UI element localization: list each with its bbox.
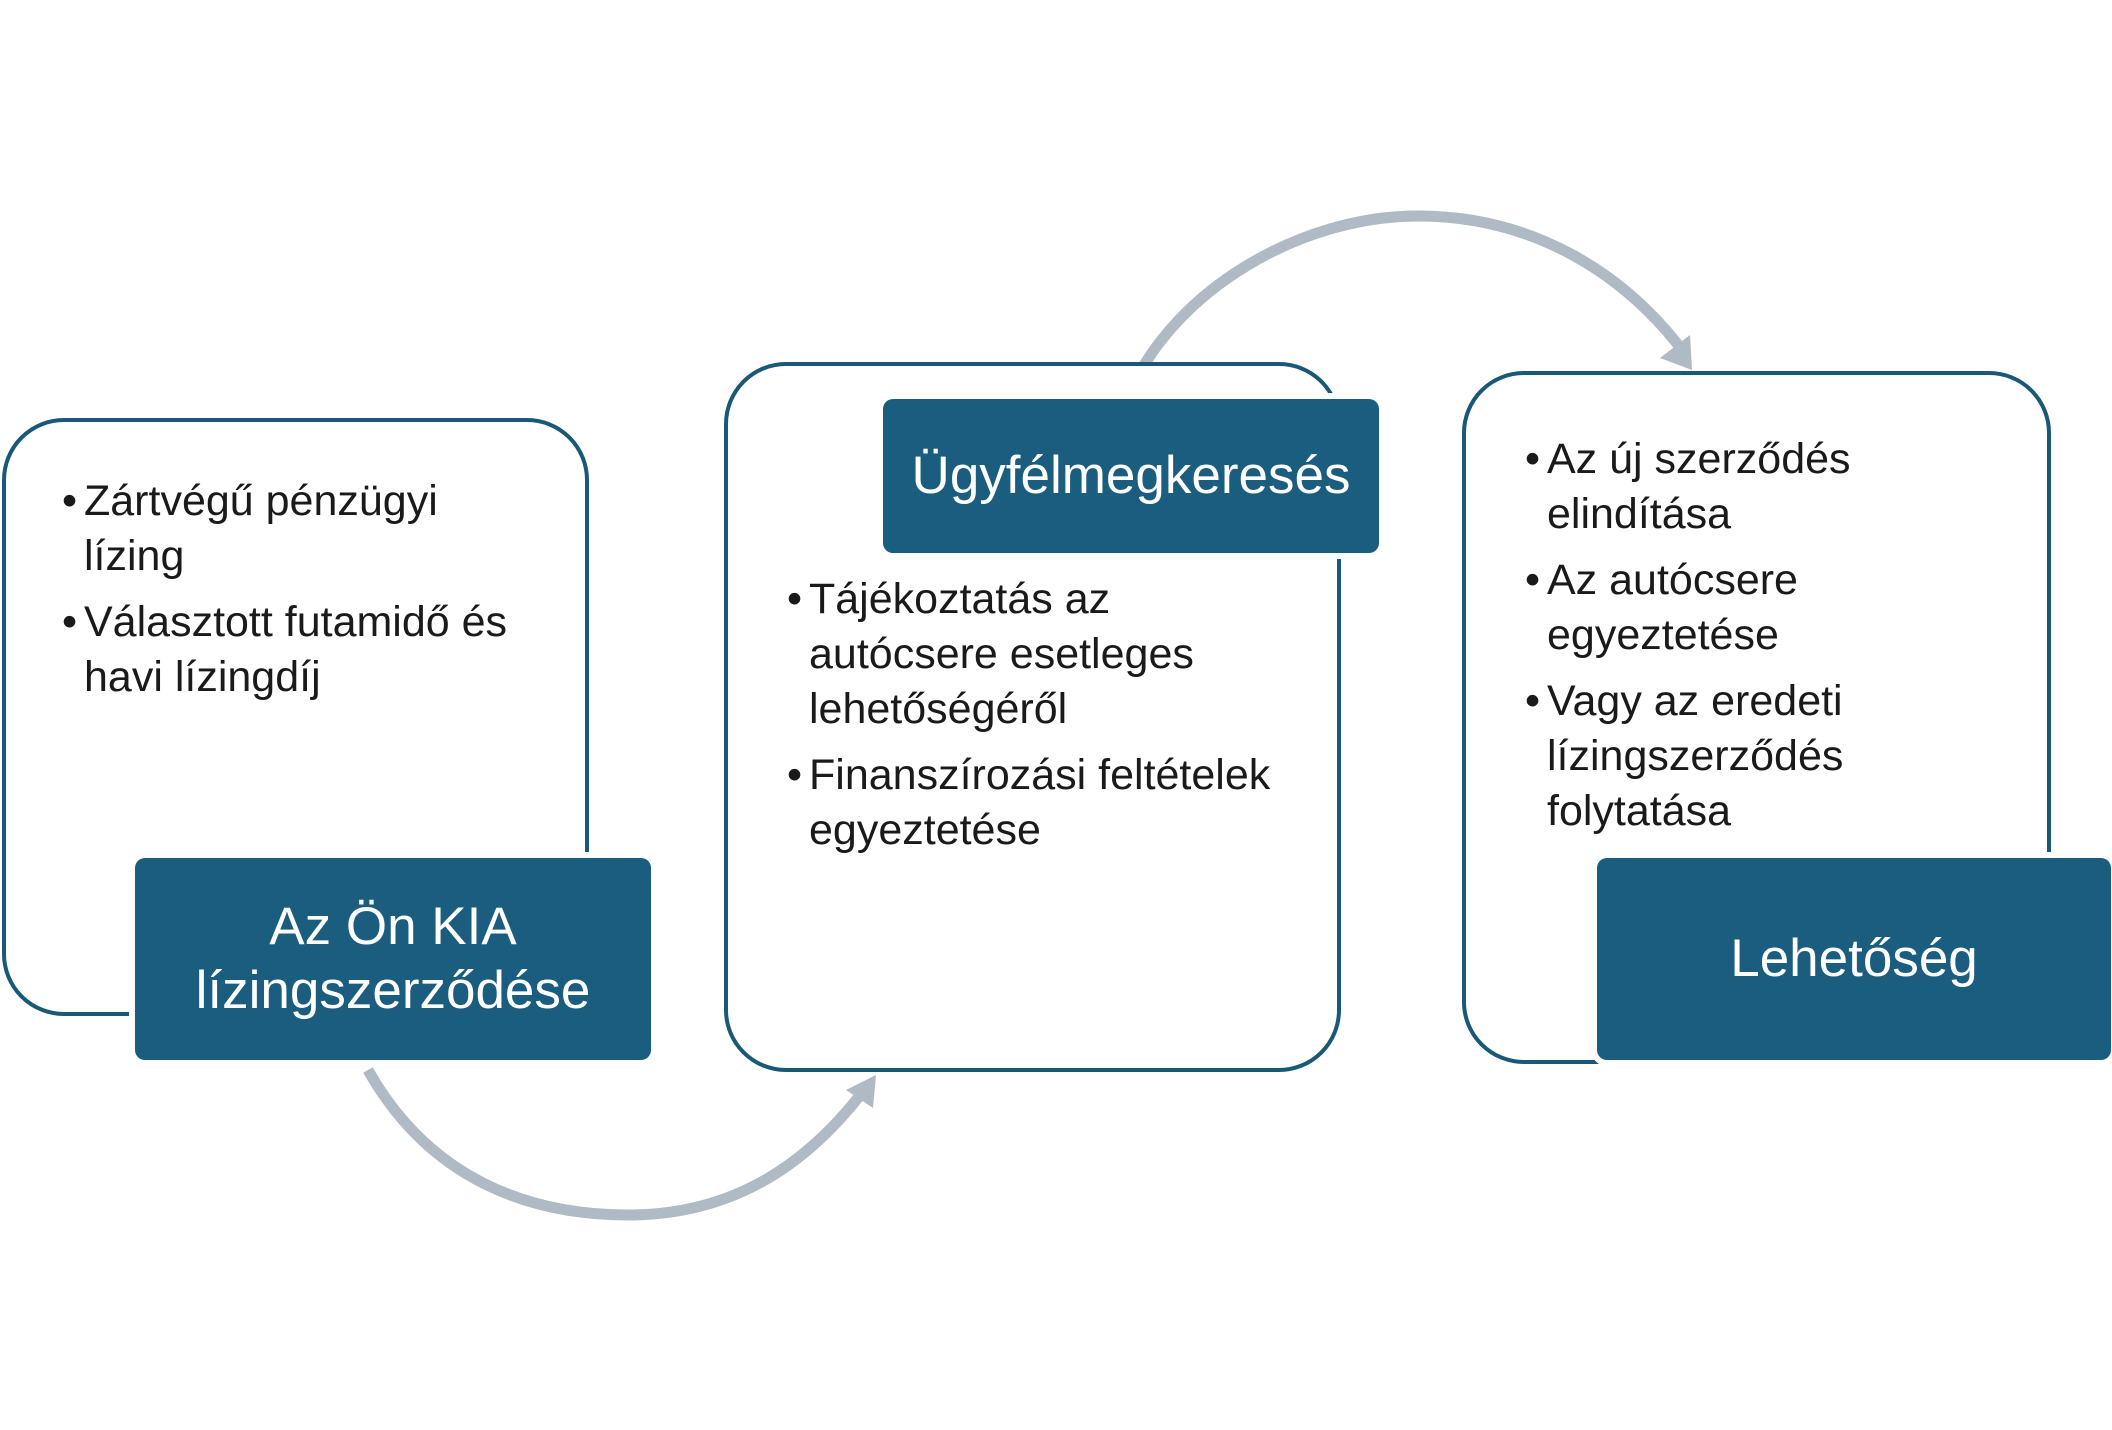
step3-bullets: Az új szerződés elindítása Az autócsere … bbox=[1525, 432, 1995, 850]
step2-bullets: Tájékoztatás az autócsere esetleges lehe… bbox=[787, 572, 1307, 869]
step2-title: Ügyfélmegkeresés bbox=[911, 446, 1351, 506]
arrow-step1-to-step2 bbox=[363, 1067, 873, 1221]
step1-label: Az Ön KIA lízingszerződése bbox=[135, 858, 651, 1060]
step3-bullet: Vagy az eredeti lízingszerződés folytatá… bbox=[1525, 674, 1995, 839]
step1-title: Az Ön KIA lízingszerződése bbox=[195, 897, 591, 1020]
arrow-step2-to-step3 bbox=[1124, 210, 1687, 395]
step2-bullet: Finanszírozási feltételek egyeztetése bbox=[787, 748, 1307, 858]
arrow-head-2 bbox=[1660, 335, 1692, 370]
step1-bullet: Választott futamidő és havi lízingdíj bbox=[62, 595, 522, 705]
step2-label: Ügyfélmegkeresés bbox=[883, 399, 1379, 553]
step3-bullet: Az új szerződés elindítása bbox=[1525, 432, 1995, 542]
step3-label: Lehetőség bbox=[1597, 858, 2111, 1060]
step3-title: Lehetőség bbox=[1730, 929, 1978, 989]
step1-bullets: Zártvégű pénzügyi lízing Választott futa… bbox=[62, 474, 522, 716]
step3-bullet: Az autócsere egyeztetése bbox=[1525, 553, 1995, 663]
arrow-head-1 bbox=[846, 1075, 876, 1108]
step1-bullet: Zártvégű pénzügyi lízing bbox=[62, 474, 522, 584]
step2-bullet: Tájékoztatás az autócsere esetleges lehe… bbox=[787, 572, 1307, 737]
